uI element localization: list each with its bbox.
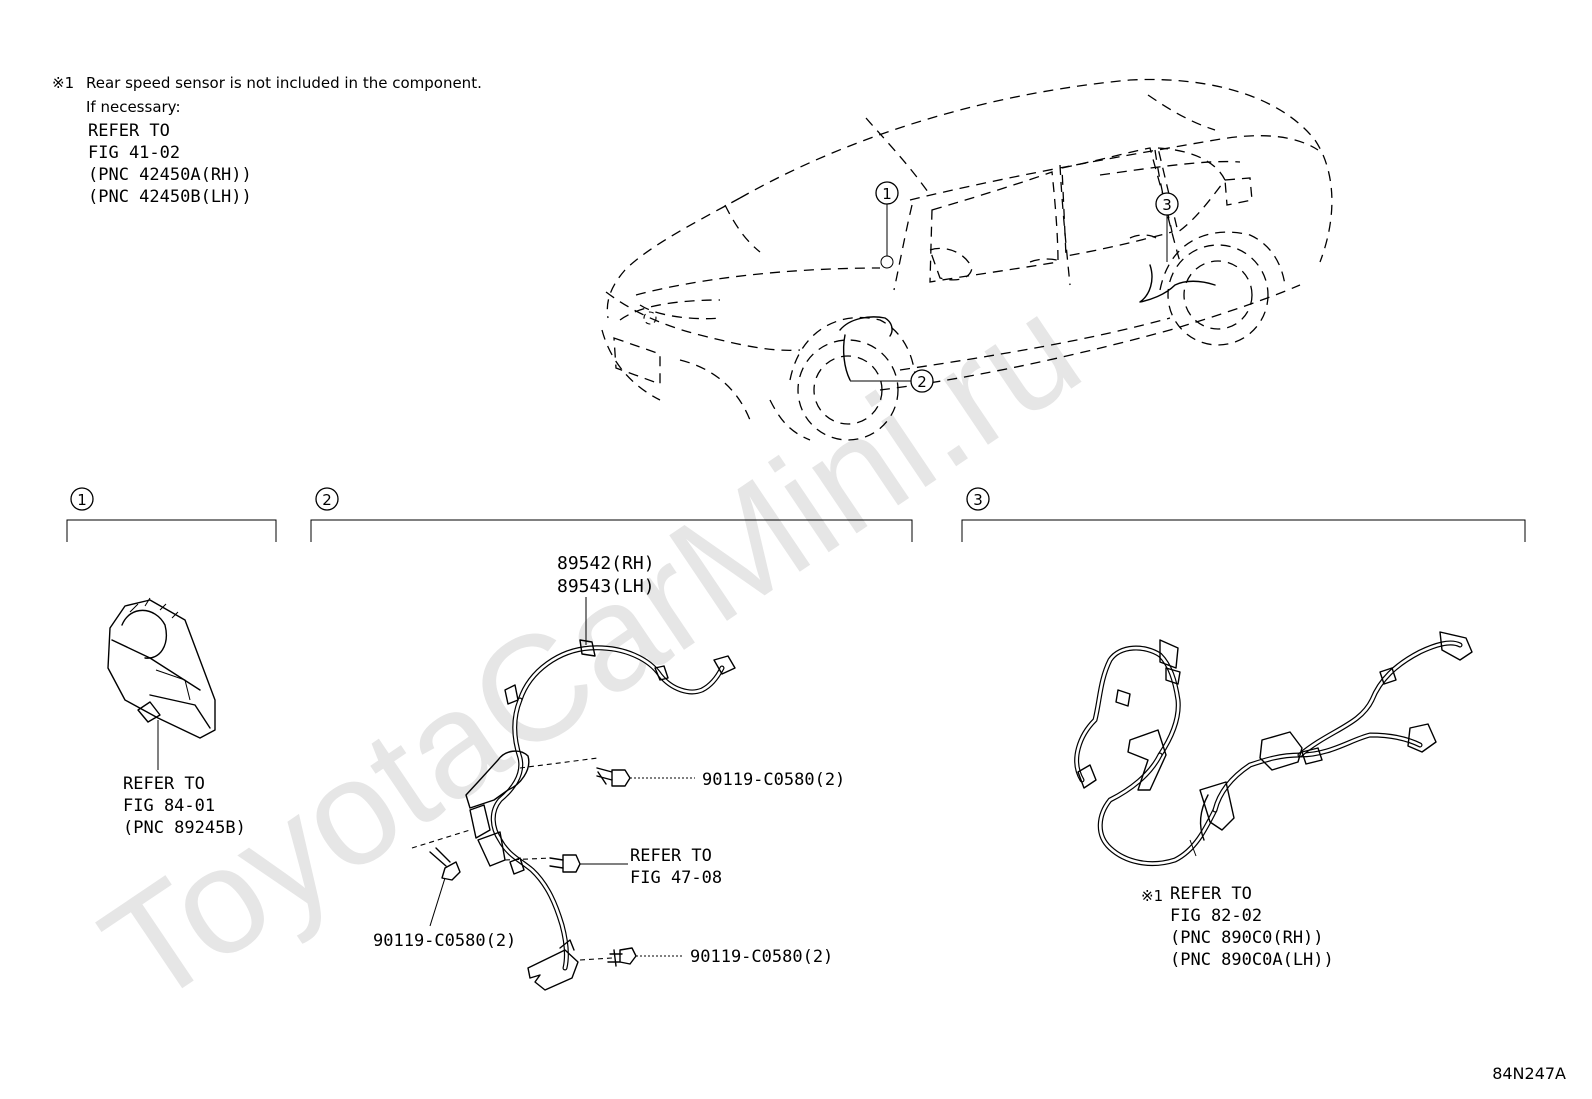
front-speed-sensor-harness <box>465 639 736 991</box>
car-callout-2: 2 <box>850 369 934 393</box>
bolt-middle <box>504 854 628 873</box>
car-callout-1-label: 1 <box>882 185 892 203</box>
note-refer-1: REFER TO <box>88 121 170 141</box>
section-2-part-rh: 89542(RH) <box>557 553 655 574</box>
section-3-number: 3 <box>973 491 983 509</box>
car-callout-1: 1 <box>875 181 899 256</box>
section-2-refer-2: FIG 47-08 <box>630 868 722 888</box>
note-block: ※1 Rear speed sensor is not included in … <box>52 74 482 207</box>
section-1-number: 1 <box>77 491 87 509</box>
illustration-code: 84N247A <box>1492 1064 1566 1083</box>
car-callout-3-label: 3 <box>1162 196 1172 214</box>
yaw-rate-sensor-module <box>107 597 216 770</box>
section-3-refer-2: FIG 82-02 <box>1170 906 1262 926</box>
bolt-left <box>411 829 471 927</box>
car-callout-2-label: 2 <box>917 373 927 391</box>
section-3-refer-1: REFER TO <box>1170 884 1252 904</box>
section-3-header: 3 <box>961 487 1526 542</box>
section-3-mark: ※1 <box>1141 887 1163 905</box>
note-refer-4: (PNC 42450B(LH)) <box>88 187 252 207</box>
bolt-top <box>519 757 695 787</box>
note-refer-3: (PNC 42450A(RH)) <box>88 165 252 185</box>
section-2-bolt-left: 90119-C0580(2) <box>373 931 516 951</box>
note-mark: ※1 <box>52 74 74 92</box>
section-2-number: 2 <box>322 491 332 509</box>
note-line-2: If necessary: <box>86 98 181 116</box>
note-line-1: Rear speed sensor is not included in the… <box>86 74 482 92</box>
car-illustration <box>601 78 1333 441</box>
rear-speed-sensor-harness <box>1074 631 1473 867</box>
section-1-refer-2: FIG 84-01 <box>123 796 215 816</box>
section-2-part-lh: 89543(LH) <box>557 576 655 597</box>
section-1-refer-3: (PNC 89245B) <box>123 818 246 838</box>
section-1-header: 1 <box>66 487 277 542</box>
section-1-refer-1: REFER TO <box>123 774 205 794</box>
section-2-bolt-top: 90119-C0580(2) <box>702 770 845 790</box>
section-2-header: 2 <box>310 487 913 542</box>
section-3-refer-3: (PNC 890C0(RH)) <box>1170 928 1324 948</box>
section-2-bolt-bottom: 90119-C0580(2) <box>690 947 833 967</box>
note-refer-2: FIG 41-02 <box>88 143 180 163</box>
car-callout-3: 3 <box>1155 192 1179 262</box>
section-2-refer-1: REFER TO <box>630 846 712 866</box>
bolt-bottom <box>579 947 684 967</box>
section-3-refer-4: (PNC 890C0A(LH)) <box>1170 950 1334 970</box>
